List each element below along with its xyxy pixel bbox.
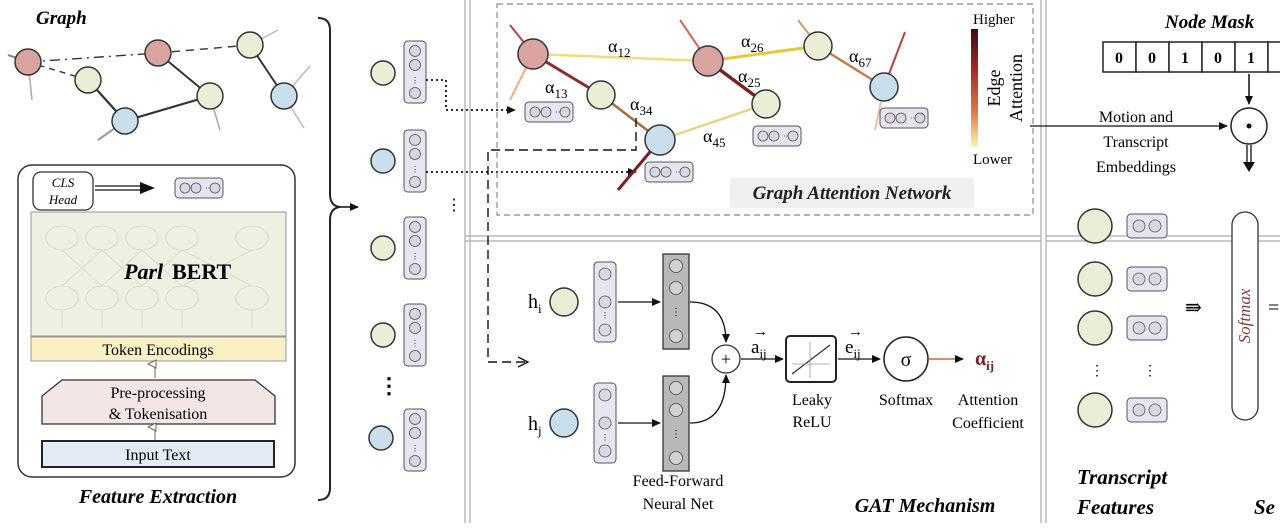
gat-mechanism-title: GAT Mechanism [855, 495, 996, 517]
e-ij-label: eij [845, 337, 861, 361]
motion-label-2: Transcript [1103, 134, 1169, 151]
gat-network-title: Graph Attention Network [753, 183, 952, 204]
softmax-sigma-node [883, 336, 929, 382]
svg-text:⋮: ⋮ [1143, 364, 1157, 379]
softmax-label: Softmax [879, 392, 933, 409]
svg-text:⋮: ⋮ [671, 307, 681, 318]
node-mask-cells [1102, 41, 1280, 73]
h-j-label: hj [528, 413, 542, 438]
svg-text:⋮: ⋮ [601, 311, 609, 320]
mask-cell-0: 0 [1115, 50, 1123, 67]
transcript-label-2: Features [1076, 495, 1154, 519]
h-i-label: hi [528, 291, 542, 316]
transcript-label-1: Transcript [1077, 465, 1168, 489]
svg-text:⋮: ⋮ [601, 433, 609, 442]
input-text-box [41, 440, 275, 468]
legend-lower: Lower [973, 152, 1012, 168]
mask-cell-1: 0 [1148, 50, 1156, 67]
gat-mechanism-panel: hi hj ⋮ ⋮ ⋮ ⋮ + → aij [528, 253, 1024, 517]
feature-extraction-title: Feature Extraction [78, 486, 237, 508]
motion-label-1: Motion and [1099, 109, 1173, 126]
feature-extraction-panel: Graph [7, 8, 359, 508]
preprocessing-label-1: Pre-processing [110, 385, 205, 402]
alpha-34: α34 [630, 94, 653, 118]
bert-block [30, 211, 287, 337]
mask-cell-3: 0 [1214, 50, 1222, 67]
preprocessing-box [41, 379, 276, 425]
mask-cell-4: 1 [1247, 50, 1255, 67]
cls-embedding-vector [174, 177, 224, 199]
attention-label-1: Attention [958, 392, 1018, 409]
token-encodings-label: Token Encodings [102, 342, 213, 359]
ellipsis-down: ⋮ [378, 373, 400, 398]
input-text-label: Input Text [125, 447, 191, 464]
motion-label-3: Embeddings [1096, 159, 1176, 176]
cls-head-label-2: Head [48, 192, 78, 207]
alpha-13: α13 [545, 77, 567, 101]
edge-attention-colorbar [971, 29, 978, 147]
softmax-pill [1231, 211, 1259, 421]
cls-arrow-icon [140, 182, 155, 194]
sigma-label: σ [901, 349, 912, 371]
leaky-label-2: ReLU [792, 414, 832, 431]
gat-network-box [496, 3, 1034, 216]
preprocessing-label-2: & Tokenisation [109, 406, 208, 423]
bert-network-faded [45, 225, 269, 328]
mechanism-connector [487, 118, 637, 362]
leaky-label-1: Leaky [792, 392, 832, 409]
cls-head-box [32, 171, 94, 211]
brace [317, 17, 341, 501]
legend-title-attention: Attention [1006, 54, 1026, 122]
bert-prefix: Parl [123, 259, 164, 284]
alpha-45: α45 [703, 126, 725, 150]
plus-sign: + [721, 349, 731, 369]
svg-text:⋮: ⋮ [1090, 364, 1104, 379]
concat-plus-icon [711, 344, 741, 374]
double-arrow-icon: ⇛ [1185, 297, 1202, 319]
cls-head-label-1: CLS [52, 175, 75, 190]
softmax-vertical-label: Softmax [1235, 288, 1254, 343]
right-panel: Node Mask 0 0 1 0 1 1 Motion and Transcr… [1030, 12, 1280, 519]
ffnn-label-1: Feed-Forward [633, 473, 724, 490]
ellipsis-right: ⋮ [446, 197, 462, 214]
ffnn-label-2: Neural Net [643, 496, 714, 513]
mask-cell-2: 1 [1181, 50, 1189, 67]
alpha-26: α26 [741, 31, 764, 55]
alpha-ij-label: αij [975, 348, 994, 373]
vec-arrow-a: → [753, 324, 768, 340]
svg-text:⋮: ⋮ [671, 429, 681, 440]
graph-title: Graph [36, 8, 87, 29]
attention-label-2: Coefficient [952, 415, 1024, 432]
gat-network-panel: α12 α26 α13 α25 α67 α34 α45 Higher Lower… [464, 0, 1047, 523]
cut-label: Se [1254, 495, 1275, 519]
bert-suffix: BERT [172, 259, 231, 284]
node-feature-column: ⋮ ⋮ [368, 40, 637, 472]
node-mask-title: Node Mask [1164, 12, 1255, 33]
equals-arrow: = [1268, 297, 1279, 319]
legend-title-edge: Edge [984, 69, 1004, 106]
input-graph [7, 29, 311, 141]
gat-title-bg [730, 178, 974, 208]
a-ij-label: aij [751, 337, 767, 361]
legend-higher: Higher [973, 12, 1015, 28]
token-encodings-bar [30, 336, 287, 362]
vec-arrow-e: → [848, 324, 863, 340]
